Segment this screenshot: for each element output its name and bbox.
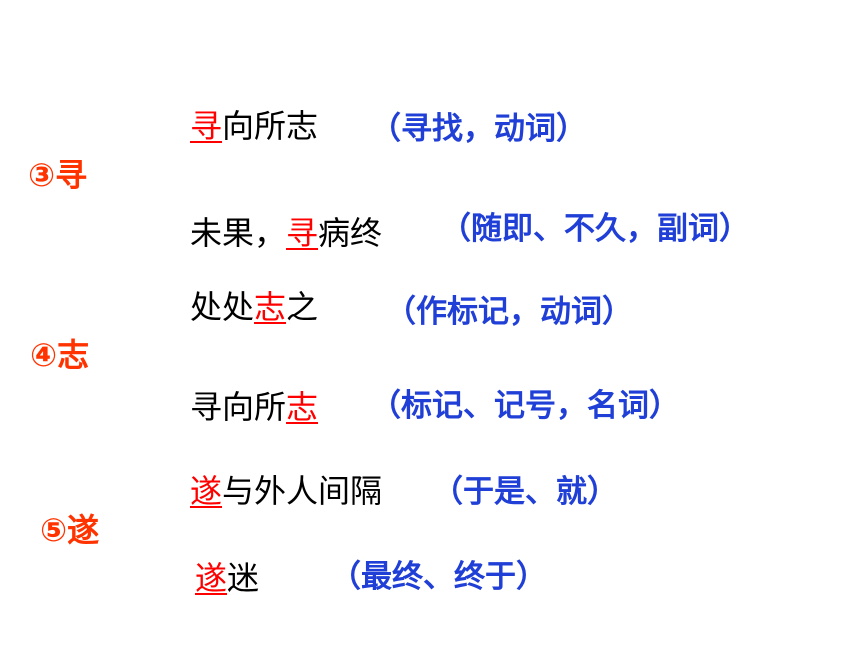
- entry-label-zhi: ④志: [30, 336, 90, 374]
- highlighted-character: 志: [286, 388, 319, 426]
- sentence-suffix: 之: [286, 288, 319, 326]
- example-sentence: 寻向所志: [190, 382, 318, 428]
- sentence-suffix: 迷: [227, 559, 260, 597]
- example-sentence: 未果，寻病终: [190, 208, 382, 254]
- highlighted-character: 志: [254, 288, 287, 326]
- sentence-prefix: 处处: [190, 288, 255, 326]
- sentence-prefix: 寻向所: [190, 388, 287, 426]
- gloss-note: （作标记，动词）: [385, 294, 633, 330]
- gloss-note: （标记、记号，名词）: [370, 388, 680, 424]
- highlighted-character: 遂: [190, 472, 223, 510]
- gloss-note: （最终、终于）: [330, 559, 547, 595]
- sentence-suffix: 病终: [318, 214, 383, 252]
- sentence-suffix: 向所志: [222, 107, 319, 145]
- highlighted-character: 遂: [195, 559, 228, 597]
- gloss-note: （随即、不久，副词）: [440, 211, 750, 247]
- sentence-suffix: 与外人间隔: [222, 472, 383, 510]
- gloss-note: （寻找，动词）: [370, 111, 587, 147]
- highlighted-character: 寻: [286, 214, 319, 252]
- example-sentence: 处处志之: [190, 282, 318, 328]
- example-sentence: 寻向所志: [190, 101, 318, 147]
- example-sentence: 遂迷: [195, 553, 259, 599]
- gloss-note: （于是、就）: [432, 474, 618, 510]
- entry-label-sui: ⑤遂: [40, 511, 100, 549]
- highlighted-character: 寻: [190, 107, 223, 145]
- sentence-prefix: 未果，: [190, 214, 287, 252]
- entry-label-xun: ③寻: [28, 156, 88, 194]
- example-sentence: 遂与外人间隔: [190, 466, 382, 512]
